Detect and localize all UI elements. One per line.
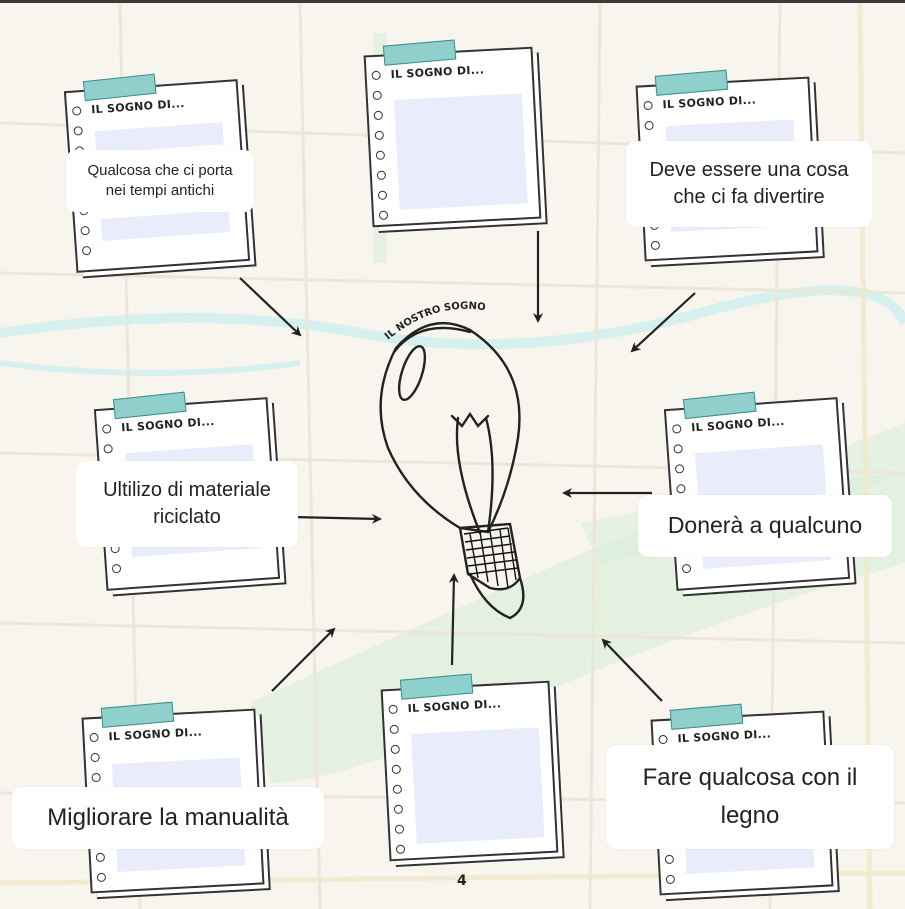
arrow-bottom-left <box>271 627 336 692</box>
label-line: Migliorare la manualità <box>47 803 289 831</box>
arrow-bottom-right <box>601 638 663 702</box>
label-line: che ci fa divertire <box>673 186 825 208</box>
label-bottom-left: Migliorare la manualità <box>12 787 324 849</box>
page-number: 4 <box>457 873 467 889</box>
label-top-left: Qualcosa che ci porta nei tempi antichi <box>66 150 254 212</box>
label-line: Fare qualcosa con il <box>642 763 858 791</box>
arrow-bottom-center <box>448 573 459 666</box>
label-line: nei tempi antichi <box>105 182 215 199</box>
label-line: Ultilizo di materiale <box>103 479 271 501</box>
worksheet: IL SOGNO DI... IL SOGNO DI... IL SOGNO D… <box>0 3 905 909</box>
top-border <box>0 0 905 3</box>
label-bottom-right: Fare qualcosa con il legno <box>606 745 894 849</box>
label-line: riciclato <box>153 506 221 528</box>
arrow-mid-left <box>291 513 382 524</box>
arrows-layer <box>239 231 696 702</box>
label-line: Qualcosa che ci porta <box>87 161 233 179</box>
label-line: legno <box>720 802 780 829</box>
label-top-right: Deve essere una cosa che ci fa divertire <box>626 141 872 227</box>
arrow-top-left <box>239 277 302 337</box>
arrow-top-right <box>630 292 696 353</box>
label-mid-right: Donerà a qualcuno <box>638 495 892 557</box>
label-mid-left: Ultilizo di materiale riciclato <box>76 461 298 547</box>
label-line: Donerà a qualcuno <box>667 512 863 539</box>
center-title: IL NOSTRO SOGNO <box>383 301 486 343</box>
lightbulb-icon: IL NOSTRO SOGNO <box>379 301 525 620</box>
label-line: Deve essere una cosa <box>649 159 849 181</box>
